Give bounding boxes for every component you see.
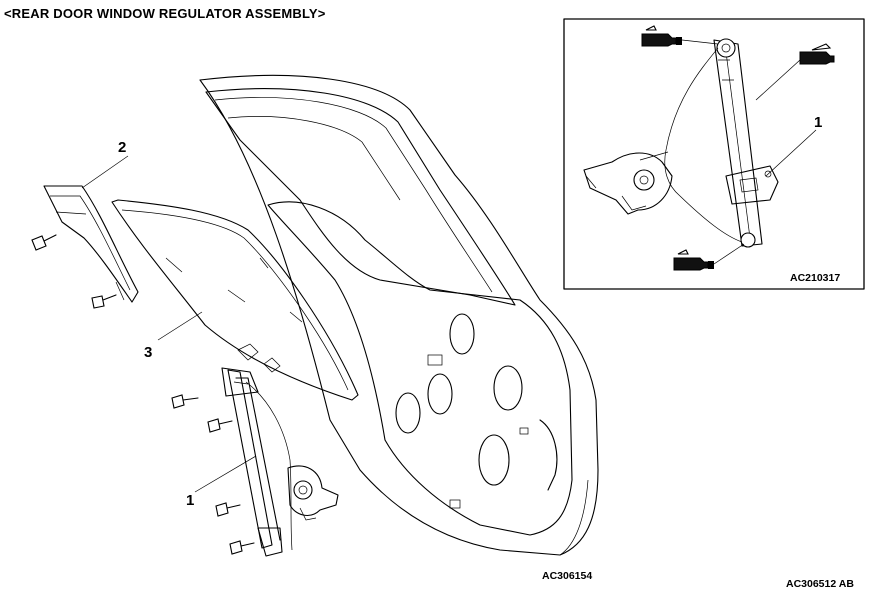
callout-regulator-main: 1 (186, 492, 195, 509)
figure-code-inset: AC210317 (790, 272, 841, 284)
callout-leaders-main (81, 155, 257, 493)
grease-tube-icon (799, 43, 835, 65)
door-glass (111, 199, 359, 401)
grease-tube-icon (673, 249, 714, 271)
mounting-bolts (31, 234, 255, 555)
callout-regulator-inset: 1 (814, 114, 823, 131)
callout-glass: 3 (144, 344, 153, 361)
window-regulator-main (221, 367, 339, 557)
glass-run-channel (43, 185, 139, 303)
door-panel (199, 74, 599, 556)
detail-inset (563, 18, 865, 290)
figure-code-page: AC306512 AB (786, 578, 854, 590)
figure-code-main: AC306154 (542, 570, 593, 582)
page-title: <REAR DOOR WINDOW REGULATOR ASSEMBLY> (4, 6, 326, 21)
callout-channel: 2 (118, 139, 127, 156)
grease-tube-icon (641, 25, 682, 47)
